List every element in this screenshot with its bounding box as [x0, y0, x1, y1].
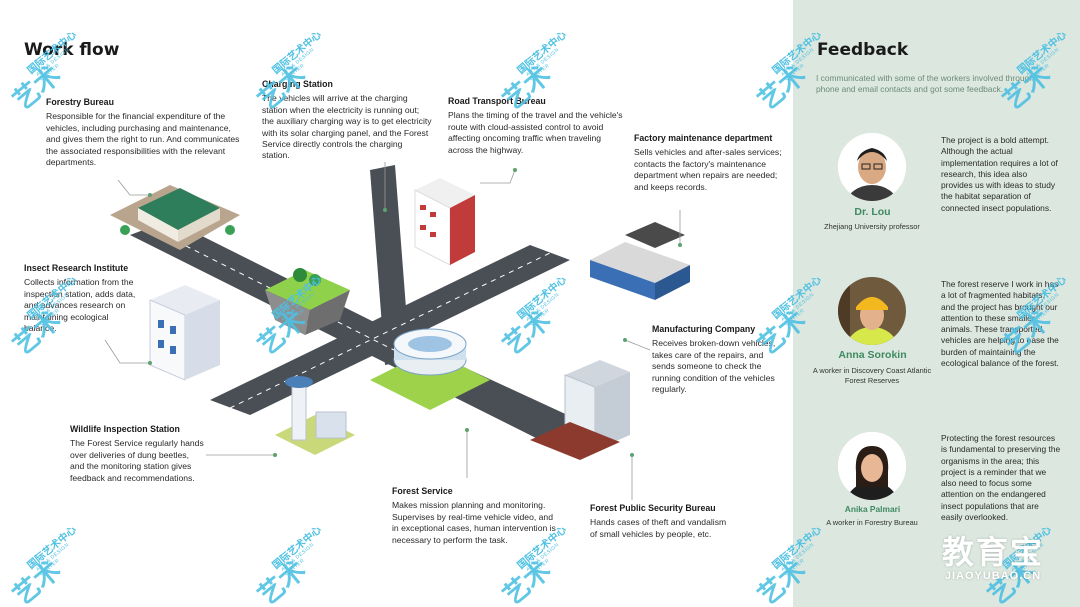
forest-service-hub: [370, 328, 490, 410]
station-description: Plans the timing of the travel and the v…: [448, 110, 623, 155]
charging-station-island: [265, 268, 350, 335]
station-forest-service: Forest Service Makes mission planning an…: [392, 486, 562, 546]
station-description: Responsible for the financial expenditur…: [46, 111, 240, 168]
station-charging: Charging Station The vehicles will arriv…: [262, 79, 432, 162]
avatar-anna-sorokin: [838, 277, 906, 345]
station-description: Receives broken-down vehicles, takes car…: [652, 338, 776, 395]
person-name: Anika Palmari: [844, 504, 901, 514]
station-description: Makes mission planning and monitoring. S…: [392, 500, 556, 545]
station-title: Forest Public Security Bureau: [590, 503, 716, 513]
person-role: A worker in Forestry Bureau: [826, 518, 918, 527]
station-title: Forest Service: [392, 486, 453, 496]
station-manufacturing: Manufacturing Company Receives broken-do…: [652, 324, 782, 395]
station-public-security: Forest Public Security Bureau Hands case…: [590, 503, 730, 540]
station-wildlife-inspection: Wildlife Inspection Station The Forest S…: [70, 424, 205, 484]
station-title: Road Transport Bureau: [448, 96, 546, 106]
person-name: Anna Sorokin: [838, 349, 907, 361]
manufacturing-building: [530, 360, 630, 460]
factory-building: [590, 222, 690, 300]
feedback-intro: I communicated with some of the workers …: [816, 73, 1034, 94]
person-quote: The forest reserve I work in has a lot o…: [941, 279, 1059, 369]
avatar-dr-lou: [838, 133, 906, 201]
insect-research-building: [149, 285, 220, 381]
station-forestry-bureau: Forestry Bureau Responsible for the fina…: [46, 97, 244, 168]
station-title: Insect Research Institute: [24, 263, 129, 273]
station-road-transport: Road Transport Bureau Plans the timing o…: [448, 96, 626, 156]
brand-en: JIAOYUBAO.CN: [944, 570, 1042, 582]
station-title: Charging Station: [262, 79, 333, 89]
isometric-city-map: [110, 165, 690, 460]
station-title: Wildlife Inspection Station: [70, 424, 180, 434]
station-title: Factory maintenance department: [634, 133, 773, 143]
person-role: A worker in Discovery Coast Atlantic For…: [812, 366, 932, 385]
wildlife-inspection-tower: [275, 376, 355, 455]
feedback-title: Feedback: [817, 40, 909, 60]
person-quote: The project is a bold attempt. Although …: [941, 135, 1058, 213]
station-description: Sells vehicles and after-sales services;…: [634, 147, 782, 192]
forestry-bureau-building: [110, 185, 240, 250]
person-quote: Protecting the forest resources is funda…: [941, 433, 1061, 523]
person-name: Dr. Lou: [854, 206, 891, 218]
station-factory-maintenance: Factory maintenance department Sells veh…: [634, 133, 786, 193]
station-description: The vehicles will arrive at the charging…: [262, 93, 432, 161]
station-insect-research: Insect Research Institute Collects infor…: [24, 263, 140, 334]
brand-cn: 教育宝: [941, 534, 1044, 570]
station-description: The Forest Service regularly hands over …: [70, 438, 204, 483]
brand-watermark: 教育宝 JIAOYUBAO.CN: [918, 527, 1068, 582]
person-role: Zhejiang University professor: [824, 222, 920, 231]
station-title: Manufacturing Company: [652, 324, 756, 334]
avatar-anika-palmari: [838, 432, 906, 500]
station-description: Collects information from the inspection…: [24, 277, 136, 334]
station-description: Hands cases of theft and vandalism of sm…: [590, 517, 727, 539]
road-transport-bureau-building: [414, 178, 475, 266]
station-title: Forestry Bureau: [46, 97, 114, 107]
workflow-title: Work flow: [24, 40, 120, 60]
